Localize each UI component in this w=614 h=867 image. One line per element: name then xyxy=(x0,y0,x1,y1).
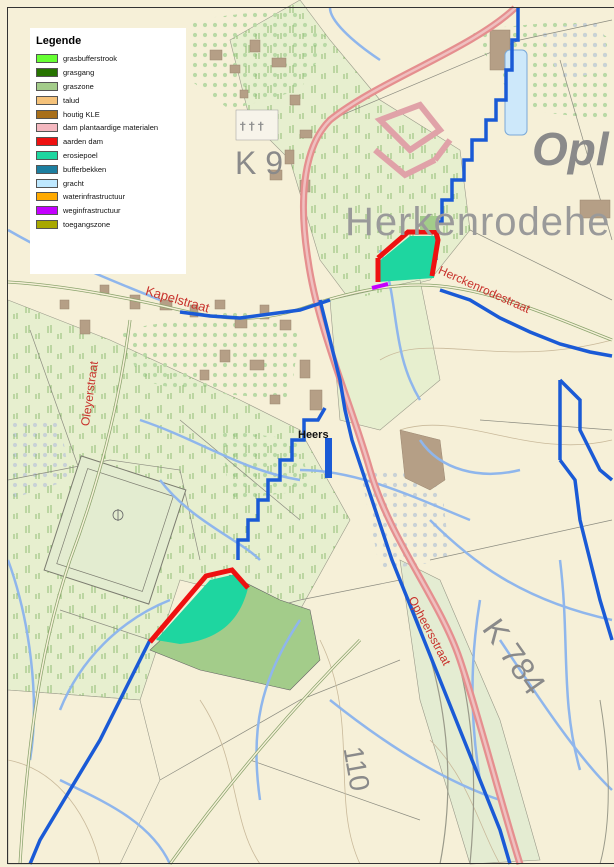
legend-swatch xyxy=(36,164,58,174)
svg-text:† † †: † † † xyxy=(240,120,264,133)
legend-item: weginfrastructuur xyxy=(36,204,180,218)
legend-swatch xyxy=(36,192,58,202)
legend-swatch xyxy=(36,206,58,216)
parcel-lines xyxy=(7,19,613,821)
legend-panel: Legende grasbufferstrook grasgang graszone… xyxy=(30,28,186,274)
legend-swatch xyxy=(36,81,58,91)
legend-item: waterinfrastructuur xyxy=(36,190,180,204)
erosion-pool-north xyxy=(371,216,441,290)
legend-swatch xyxy=(36,95,58,105)
legend-label: graszone xyxy=(63,81,94,91)
sports-field xyxy=(43,455,187,605)
legend-item: talud xyxy=(36,93,180,107)
legend-list: grasbufferstrook grasgang graszone talud hou… xyxy=(36,52,180,231)
legend-label: erosiepoel xyxy=(63,150,98,160)
legend-item: grasbufferstrook xyxy=(36,52,180,66)
legend-label: grasbufferstrook xyxy=(63,54,118,64)
legend-item: bufferbekken xyxy=(36,162,180,176)
legend-swatch xyxy=(36,109,58,119)
legend-item: aarden dam xyxy=(36,135,180,149)
legend-item: houtig KLE xyxy=(36,107,180,121)
legend-title: Legende xyxy=(36,35,82,47)
legend-label: weginfrastructuur xyxy=(63,206,121,216)
legend-item: gracht xyxy=(36,176,180,190)
culvert xyxy=(325,438,332,478)
legend-label: houtig KLE xyxy=(63,109,100,119)
legend-item: grasgang xyxy=(36,66,180,80)
legend-item: toegangszone xyxy=(36,218,180,232)
main-waterways xyxy=(28,8,614,865)
legend-swatch xyxy=(36,54,58,64)
erosion-pool-south xyxy=(148,567,250,644)
legend-label: dam plantaardige materialen xyxy=(63,123,159,133)
legend-item: erosiepoel xyxy=(36,149,180,163)
locality-label-herkenrode: Herkenrodehe xyxy=(345,200,611,244)
pond xyxy=(504,49,528,136)
legend-item: graszone xyxy=(36,80,180,94)
legend-swatch xyxy=(36,150,58,160)
pink-complex xyxy=(373,101,453,179)
legend-swatch xyxy=(36,219,58,229)
legend-label: aarden dam xyxy=(63,137,104,147)
legend-label: gracht xyxy=(63,178,84,188)
legend-label: bufferbekken xyxy=(63,164,107,174)
legend-label: toegangszone xyxy=(63,219,111,229)
legend-swatch xyxy=(36,137,58,147)
village-label-heers: Heers xyxy=(298,429,329,441)
legend-item: dam plantaardige materialen xyxy=(36,121,180,135)
road-label-k9: K 9 xyxy=(235,145,284,181)
legend-swatch xyxy=(36,178,58,188)
legend-label: grasgang xyxy=(63,68,95,78)
cemetery-crosses: † † † xyxy=(235,109,279,141)
place-label-opheers: Opl xyxy=(532,123,609,175)
legend-swatch xyxy=(36,123,58,133)
legend-label: talud xyxy=(63,95,80,105)
legend-label: waterinfrastructuur xyxy=(63,192,126,202)
legend-swatch xyxy=(36,68,58,78)
